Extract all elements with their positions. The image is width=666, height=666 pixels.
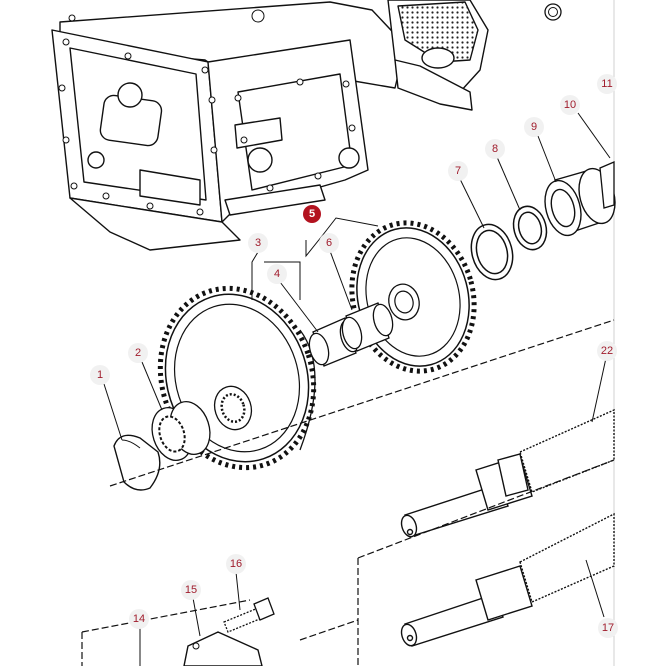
callout-17[interactable]: 17: [598, 618, 618, 638]
callout-label: 6: [326, 237, 332, 249]
needle-bearing: [151, 401, 211, 461]
callout-bubble[interactable]: [524, 117, 544, 137]
callout-bubble[interactable]: [319, 233, 339, 253]
callout-label: 17: [602, 622, 614, 634]
gear-rear: [349, 220, 477, 374]
callout-bubble[interactable]: [485, 139, 505, 159]
callout-bubble[interactable]: [90, 365, 110, 385]
shaft-lower: [400, 512, 615, 647]
bearing-cut: [599, 161, 615, 209]
callout-label: 5: [309, 208, 315, 220]
cover: [183, 631, 263, 666]
callout-8[interactable]: 8: [485, 139, 505, 159]
callout-bubble[interactable]: [267, 264, 287, 284]
callout-bubble[interactable]: [226, 554, 246, 574]
callout-label: 7: [455, 165, 461, 177]
transmission-housing: [51, 0, 489, 251]
callout-bubble[interactable]: [598, 618, 618, 638]
callout-2[interactable]: 2: [128, 343, 148, 363]
callout-label: 8: [492, 143, 498, 155]
callout-bubble[interactable]: [129, 609, 149, 629]
callout-4[interactable]: 4: [267, 264, 287, 284]
assembly-boundaries: [81, 319, 615, 666]
callout-1[interactable]: 1: [90, 365, 110, 385]
callout-6[interactable]: 6: [319, 233, 339, 253]
callout-label: 10: [564, 99, 576, 111]
callout-22[interactable]: 22: [597, 341, 617, 361]
callout-label: 11: [601, 78, 612, 90]
retaining-ring: [512, 205, 548, 251]
callout-bubble[interactable]: [448, 161, 468, 181]
callout-bubble[interactable]: [303, 205, 321, 223]
callout-label: 9: [531, 121, 537, 133]
shaft-upper: [400, 408, 615, 538]
bolt: [223, 597, 275, 633]
bushings: [308, 302, 394, 367]
callout-7[interactable]: 7: [448, 161, 468, 181]
leader-lines: [103, 112, 611, 666]
callout-label: 1: [97, 369, 103, 381]
callout-15[interactable]: 15: [181, 580, 201, 600]
callout-label: 14: [133, 613, 145, 625]
callout-label: 2: [135, 347, 141, 359]
callout-label: 22: [601, 345, 613, 357]
callout-11[interactable]: 11: [597, 74, 617, 94]
snap-ring: [470, 223, 514, 281]
callout-label: 15: [185, 584, 197, 596]
callout-3[interactable]: 3: [248, 233, 268, 253]
callout-bubble[interactable]: [181, 580, 201, 600]
callout-layer: 1 2 3 4 5 6 7 8 9 10 11 14 15 16 17 22: [90, 74, 618, 638]
callout-10[interactable]: 10: [560, 95, 580, 115]
callout-bubble[interactable]: [597, 341, 617, 361]
callout-14[interactable]: 14: [129, 609, 149, 629]
callout-bubble[interactable]: [248, 233, 268, 253]
callout-label: 3: [255, 237, 261, 249]
callout-bubble[interactable]: [128, 343, 148, 363]
callout-label: 16: [230, 558, 242, 570]
callout-label: 4: [274, 268, 280, 280]
callout-bubble[interactable]: [560, 95, 580, 115]
callout-9[interactable]: 9: [524, 117, 544, 137]
callout-bubble[interactable]: [597, 74, 617, 94]
callout-5[interactable]: 5: [303, 205, 321, 223]
callout-16[interactable]: 16: [226, 554, 246, 574]
